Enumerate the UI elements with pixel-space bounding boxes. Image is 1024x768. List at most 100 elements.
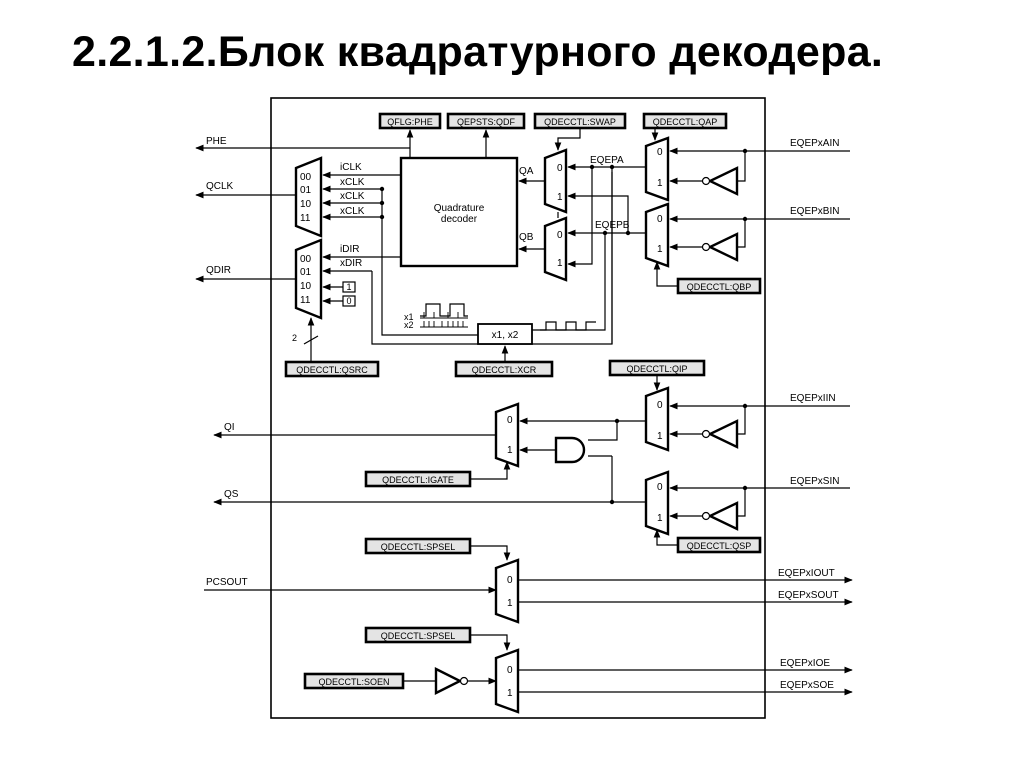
svg-text:QDECCTL:QSP: QDECCTL:QSP — [687, 541, 752, 551]
label-eqepxsout: EQEPxSOUT — [778, 590, 839, 601]
inverter-a — [707, 166, 739, 196]
svg-text:xCLK: xCLK — [340, 206, 365, 217]
svg-text:QDECCTL:SOEN: QDECCTL:SOEN — [318, 677, 389, 687]
svg-text:xDIR: xDIR — [340, 258, 362, 269]
svg-text:1: 1 — [346, 282, 351, 292]
svg-text:QDECCTL:QAP: QDECCTL:QAP — [653, 117, 718, 127]
svg-text:1: 1 — [557, 258, 563, 269]
svg-text:iDIR: iDIR — [340, 244, 359, 255]
svg-text:x2: x2 — [404, 320, 414, 330]
svg-text:QDECCTL:XCR: QDECCTL:XCR — [472, 365, 537, 375]
label-eqepxioe: EQEPxIOE — [780, 658, 830, 669]
svg-text:01: 01 — [300, 267, 312, 278]
svg-text:0: 0 — [557, 163, 563, 174]
reg-qdecctl-qbp: QDECCTL:QBP — [676, 277, 762, 295]
svg-text:xCLK: xCLK — [340, 177, 365, 188]
svg-text:0: 0 — [346, 296, 351, 306]
inverter-soen — [434, 667, 463, 695]
svg-text:QA: QA — [519, 166, 534, 177]
slide-title: 2.2.1.2.Блок квадратурного декодера. — [72, 28, 884, 76]
polarity-mux-i: 0 1 — [644, 386, 670, 452]
label-eqepxsin: EQEPxSIN — [790, 476, 839, 487]
svg-text:0: 0 — [507, 575, 513, 586]
label-eqepxiin: EQEPxIIN — [790, 393, 836, 404]
quadrature-decoder-block: Quadrature decoder — [399, 156, 519, 268]
svg-text:2: 2 — [292, 333, 297, 343]
svg-text:Quadrature: Quadrature — [434, 203, 485, 214]
svg-text:0: 0 — [507, 415, 513, 426]
svg-text:0: 0 — [657, 400, 663, 411]
svg-text:QEPSTS:QDF: QEPSTS:QDF — [457, 117, 516, 127]
inverter-b — [707, 232, 739, 262]
svg-text:QDECCTL:QIP: QDECCTL:QIP — [626, 364, 687, 374]
reg-qdecctl-soen: QDECCTL:SOEN — [303, 672, 405, 690]
svg-text:00: 00 — [300, 254, 312, 265]
svg-text:EQEPA: EQEPA — [590, 155, 624, 166]
svg-text:0: 0 — [657, 482, 663, 493]
reg-qdecctl-qsrc: QDECCTL:QSRC — [284, 360, 380, 378]
clock-select-mux: 00 01 10 11 — [294, 156, 323, 238]
svg-text:QDECCTL:IGATE: QDECCTL:IGATE — [382, 475, 454, 485]
oe-select-mux: 0 1 — [494, 648, 520, 714]
polarity-mux-s: 0 1 — [644, 470, 670, 536]
svg-text:xCLK: xCLK — [340, 191, 365, 202]
svg-text:x1: x1 — [404, 312, 414, 322]
svg-text:1: 1 — [507, 598, 513, 609]
svg-text:1: 1 — [507, 445, 513, 456]
label-phe: PHE — [206, 136, 227, 147]
svg-text:QDECCTL:SPSEL: QDECCTL:SPSEL — [381, 631, 456, 641]
label-qi: QI — [224, 422, 235, 433]
reg-qdecctl-xcr: QDECCTL:XCR — [454, 360, 554, 378]
svg-text:x1, x2: x1, x2 — [492, 330, 519, 341]
reg-qdecctl-spsel-out: QDECCTL:SPSEL — [364, 537, 472, 555]
reg-qdecctl-qap: QDECCTL:QAP — [642, 112, 728, 130]
label-eqepxbin: EQEPxBIN — [790, 206, 839, 217]
swap-mux-b: 0 1 — [543, 216, 568, 282]
svg-text:iCLK: iCLK — [340, 162, 362, 173]
svg-text:1: 1 — [557, 192, 563, 203]
label-qclk: QCLK — [206, 181, 234, 192]
svg-text:0: 0 — [557, 230, 563, 241]
reg-qflg-phe: QFLG:PHE — [378, 112, 442, 130]
svg-text:decoder: decoder — [441, 214, 478, 225]
svg-text:1: 1 — [657, 431, 663, 442]
svg-text:1: 1 — [507, 688, 513, 699]
svg-text:QDECCTL:QBP: QDECCTL:QBP — [687, 282, 752, 292]
polarity-mux-b: 0 1 — [644, 202, 670, 268]
swap-mux-a: 0 1 — [543, 148, 568, 214]
svg-text:0: 0 — [657, 214, 663, 225]
svg-text:QDECCTL:SWAP: QDECCTL:SWAP — [544, 117, 616, 127]
inverter-s — [707, 501, 739, 531]
reg-qdecctl-spsel-oe: QDECCTL:SPSEL — [364, 626, 472, 644]
label-eqepxsoe: EQEPxSOE — [780, 680, 834, 691]
reg-qdecctl-qsp: QDECCTL:QSP — [676, 536, 762, 554]
reg-qdecctl-qip: QDECCTL:QIP — [608, 359, 706, 377]
svg-text:QDECCTL:SPSEL: QDECCTL:SPSEL — [381, 542, 456, 552]
svg-text:0: 0 — [507, 665, 513, 676]
svg-text:QFLG:PHE: QFLG:PHE — [387, 117, 433, 127]
svg-text:QDECCTL:QSRC: QDECCTL:QSRC — [296, 365, 368, 375]
label-pcsout: PCSOUT — [206, 577, 248, 588]
reg-qepsts-qdf: QEPSTS:QDF — [446, 112, 526, 130]
reg-qdecctl-igate: QDECCTL:IGATE — [364, 470, 472, 488]
svg-text:0: 0 — [657, 147, 663, 158]
polarity-mux-a: 0 1 — [644, 136, 670, 202]
output-select-mux: 0 1 — [494, 558, 520, 624]
reg-qdecctl-swap: QDECCTL:SWAP — [533, 112, 627, 130]
and-gate — [554, 436, 586, 464]
label-eqepxain: EQEPxAIN — [790, 138, 839, 149]
svg-text:01: 01 — [300, 185, 312, 196]
svg-text:QB: QB — [519, 232, 534, 243]
svg-text:11: 11 — [300, 295, 311, 306]
inverter-i — [707, 419, 739, 449]
direction-select-mux: 00 01 10 11 — [294, 238, 323, 320]
svg-text:1: 1 — [657, 513, 663, 524]
svg-text:1: 1 — [657, 178, 663, 189]
svg-text:11: 11 — [300, 213, 311, 224]
xcr-resolution-block: x1, x2 — [477, 323, 533, 345]
index-gate-mux: 0 1 — [494, 402, 520, 468]
svg-text:1: 1 — [657, 244, 663, 255]
label-eqepxiout: EQEPxIOUT — [778, 568, 835, 579]
svg-text:00: 00 — [300, 172, 312, 183]
